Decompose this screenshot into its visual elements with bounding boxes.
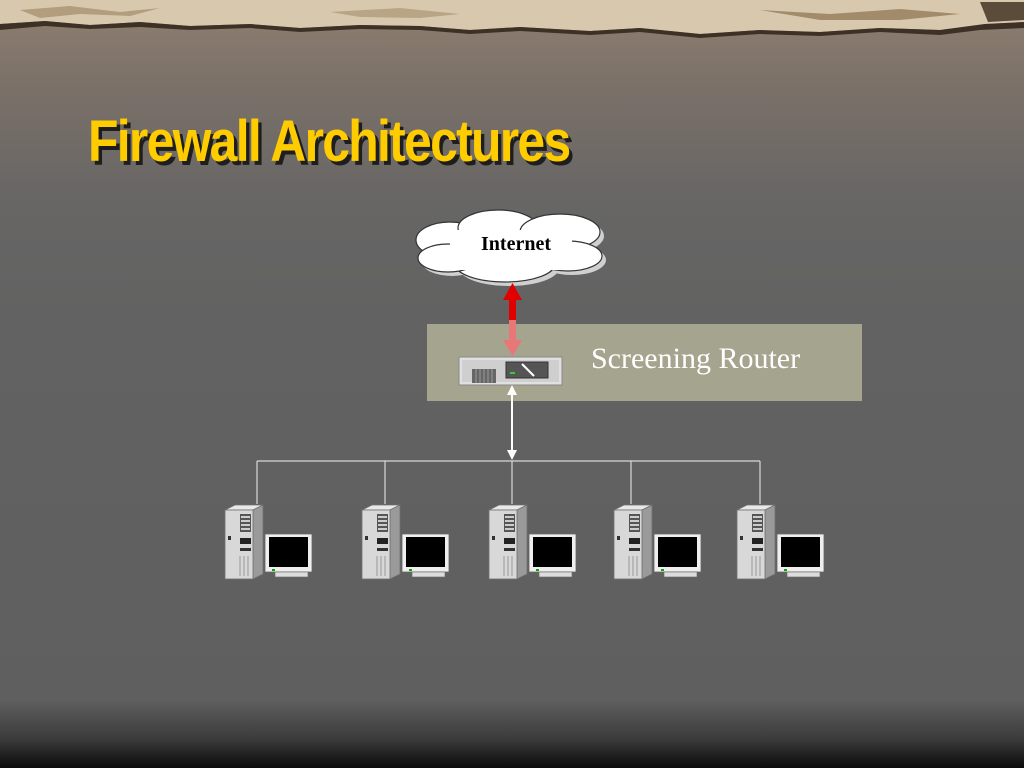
workstation-icon bbox=[613, 504, 702, 580]
router-device-icon bbox=[458, 356, 563, 386]
lan-bus bbox=[256, 460, 761, 504]
internet-cloud bbox=[415, 209, 606, 286]
screening-router-label: Screening Router bbox=[591, 342, 801, 375]
slide-title: Firewall Architectures bbox=[88, 109, 571, 174]
workstation-icon bbox=[736, 504, 825, 580]
torn-paper-banner bbox=[0, 0, 1024, 38]
workstation-icon bbox=[224, 504, 313, 580]
workstation-icon bbox=[488, 504, 577, 580]
internet-link-arrow bbox=[503, 283, 522, 356]
lan-uplink-arrow bbox=[507, 385, 517, 460]
internet-label: Internet bbox=[481, 233, 551, 255]
workstation-icon bbox=[361, 504, 450, 580]
